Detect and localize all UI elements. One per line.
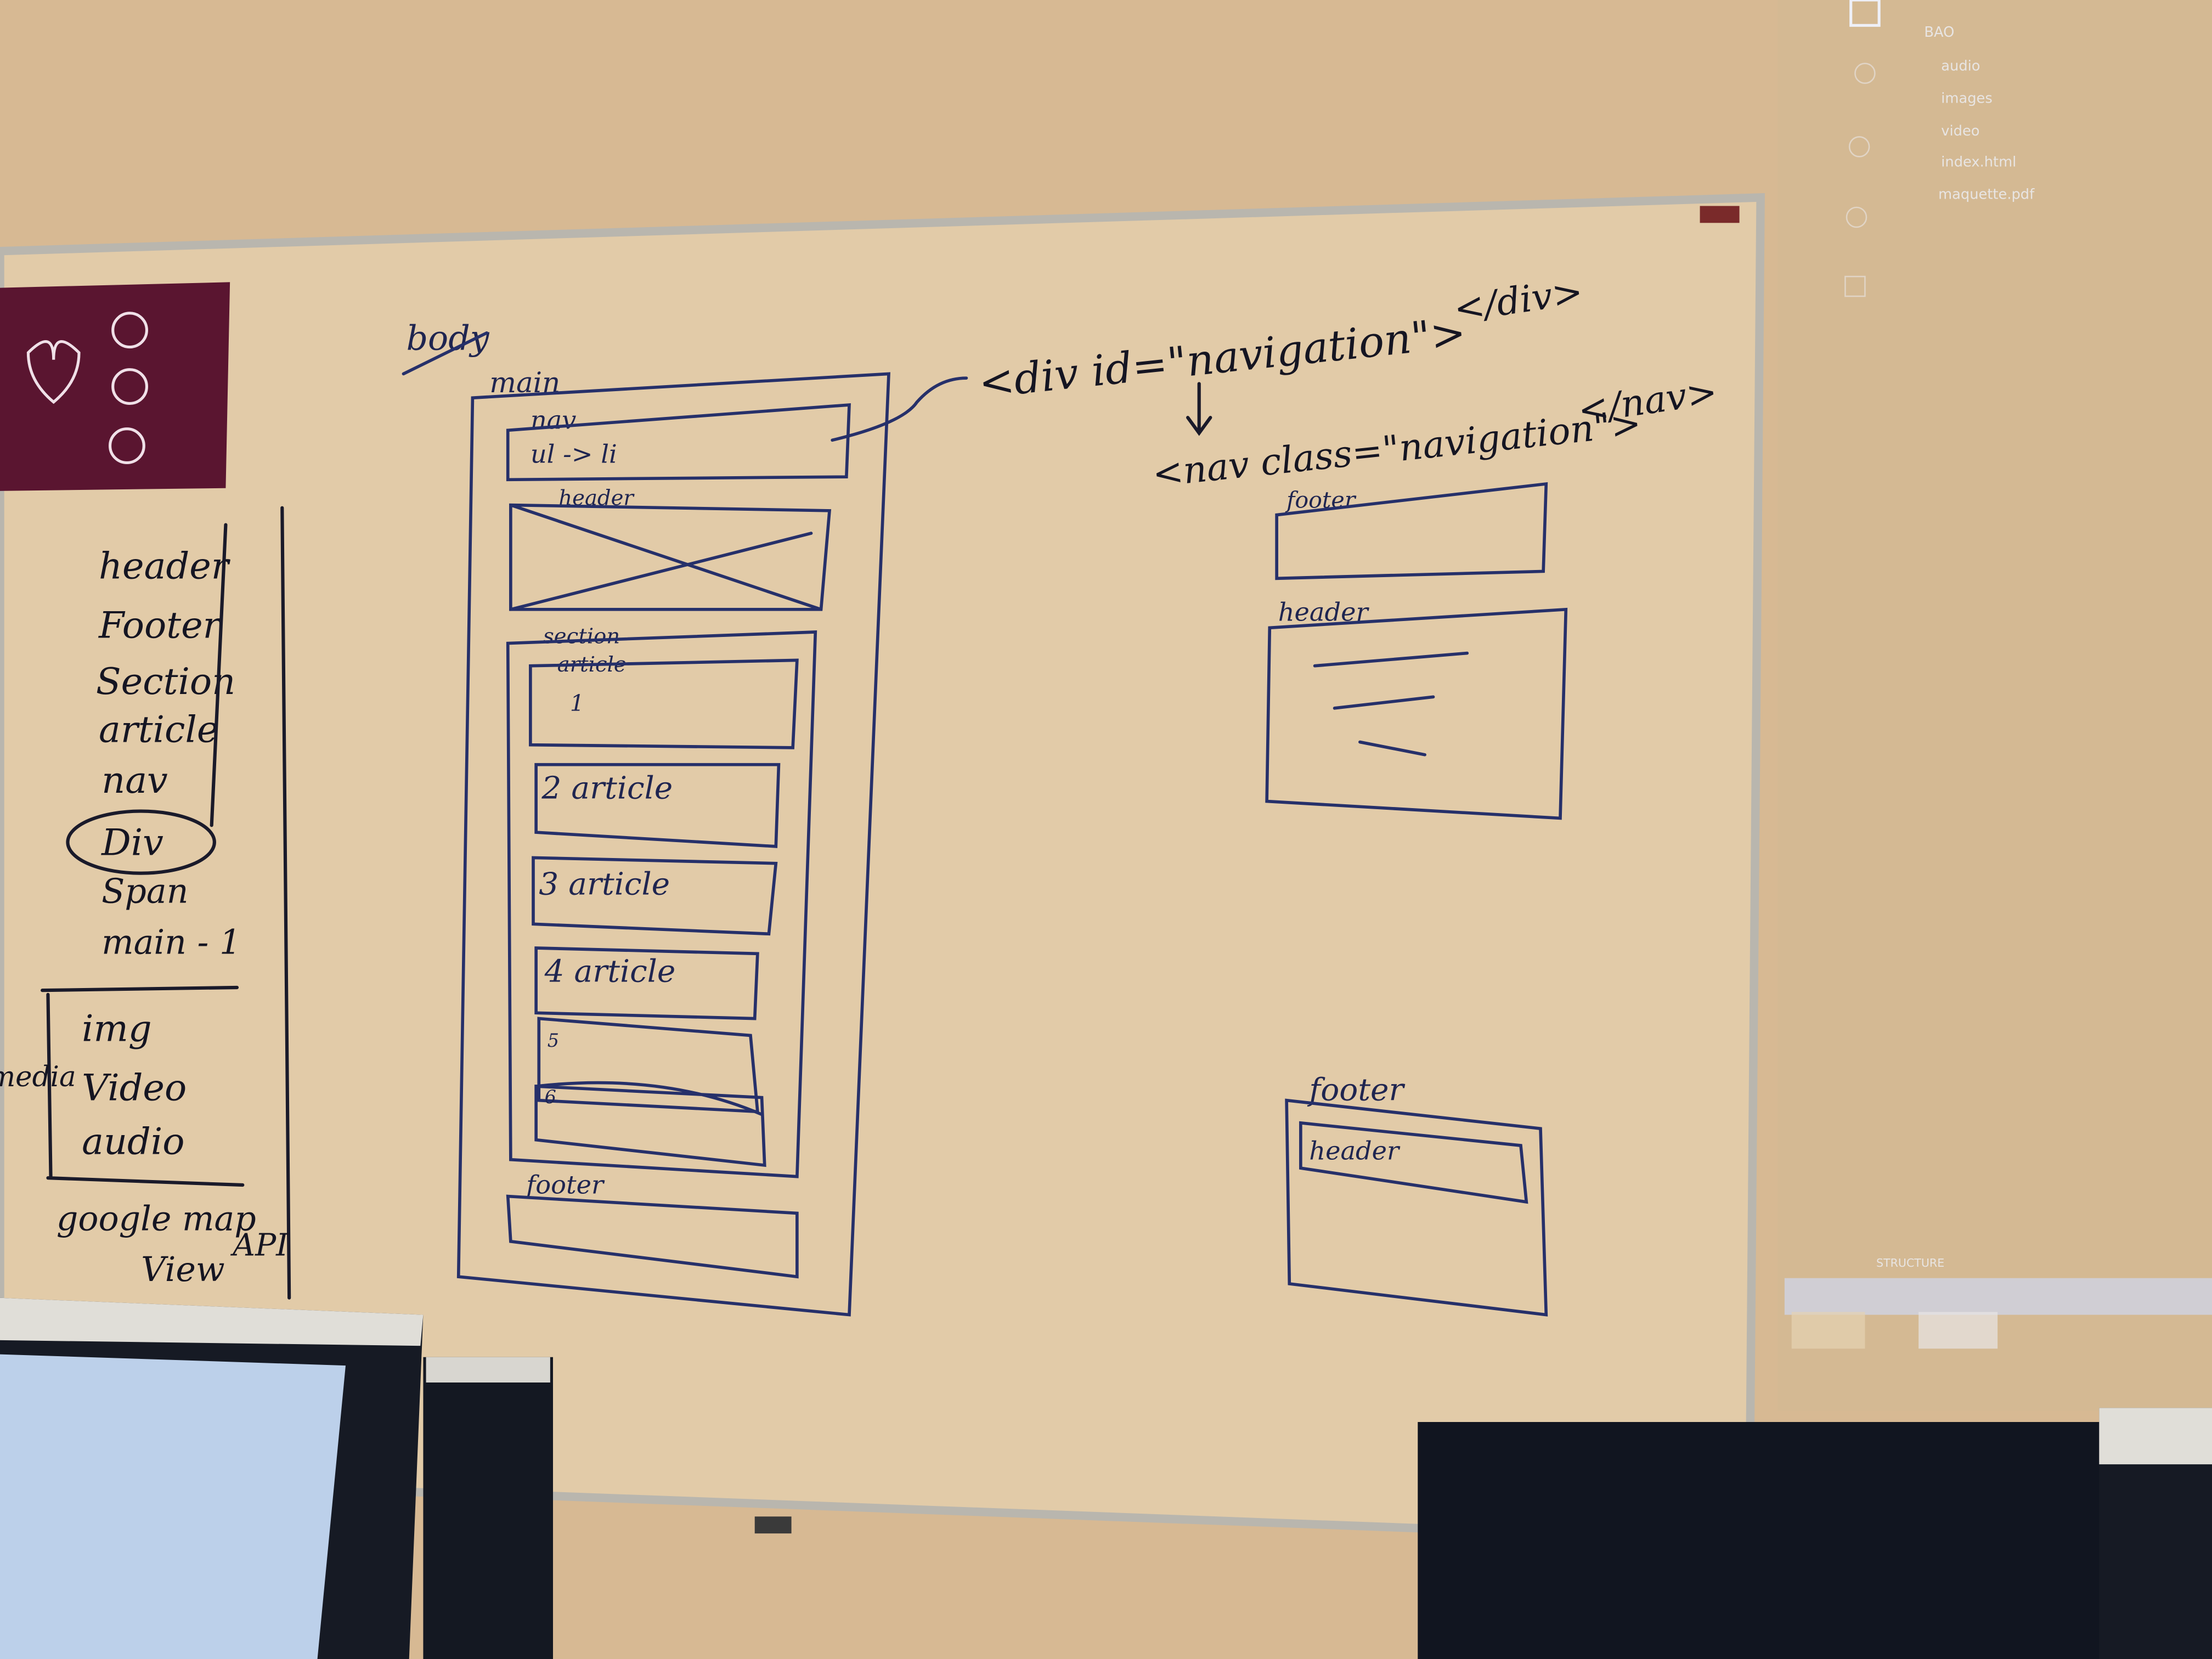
header-box xyxy=(1265,607,1568,820)
tree-item[interactable]: audio xyxy=(1941,58,1980,75)
element-list: header Footer Section article nav Div Sp… xyxy=(0,506,291,1300)
media-item: img xyxy=(82,1007,152,1050)
extensions-icon xyxy=(1844,275,1866,297)
layout-sketch: body main nav ul -> li header section ar… xyxy=(402,319,968,1317)
poster-icon-3 xyxy=(109,427,145,465)
list-item: Section xyxy=(96,660,235,703)
list-item: Span xyxy=(101,872,188,911)
heart-hands-icon xyxy=(26,340,81,404)
main-box xyxy=(456,372,890,1317)
article-number: 5 xyxy=(548,1030,559,1051)
footer-box xyxy=(506,1194,799,1279)
extra-item: google map xyxy=(57,1199,256,1238)
article-number: 1 xyxy=(570,690,584,716)
tree-item[interactable]: images xyxy=(1941,91,1992,107)
article-box xyxy=(529,658,799,749)
projected-editor: BAO audio images video index.html maquet… xyxy=(1784,0,2212,1349)
article-label: 4 article xyxy=(544,953,676,990)
header-box xyxy=(509,503,832,611)
article-number: 6 xyxy=(545,1086,556,1108)
section-label: section xyxy=(543,624,620,649)
poster xyxy=(0,282,230,491)
tree-item[interactable]: maquette.pdf xyxy=(1938,187,2035,203)
footer-label: footer xyxy=(1307,1072,1405,1108)
article-box xyxy=(534,946,759,1020)
monitor-back xyxy=(423,1357,553,1659)
poster-icon-1 xyxy=(111,312,148,349)
nav-label: nav xyxy=(531,405,577,435)
media-label: media xyxy=(0,1060,76,1093)
whiteboard xyxy=(0,193,1765,1545)
list-item: Footer xyxy=(98,603,223,646)
marker-tray-item xyxy=(754,1516,792,1534)
connector-line xyxy=(831,376,968,442)
article-label: 2 article xyxy=(541,770,673,806)
media-item: audio xyxy=(82,1120,184,1163)
article-box xyxy=(534,1081,766,1167)
article-label: 3 article xyxy=(539,866,670,902)
list-item: nav xyxy=(101,759,168,802)
tree-item[interactable]: video xyxy=(1941,123,1979,139)
monitors xyxy=(0,1297,2212,1659)
explorer-icon xyxy=(1849,0,1881,27)
article-box xyxy=(532,856,778,936)
monitor-right xyxy=(1418,1422,2109,1659)
list-item: header xyxy=(99,544,231,587)
footer-box xyxy=(1285,1098,1548,1317)
taskbar-app[interactable] xyxy=(1791,1312,1865,1349)
taskbar-app[interactable] xyxy=(1918,1312,1998,1349)
article-box xyxy=(534,763,781,848)
source-control-icon xyxy=(1848,136,1870,157)
magnet xyxy=(1700,206,1740,223)
footer-box xyxy=(1275,482,1548,580)
nav-box xyxy=(506,403,851,482)
debug-icon xyxy=(1846,206,1867,228)
arrow-down-icon xyxy=(1186,382,1212,436)
footer-label: footer xyxy=(524,1170,605,1199)
tree-item[interactable]: BAO xyxy=(1924,24,1954,41)
poster-icon-2 xyxy=(111,368,148,405)
taskbar xyxy=(1784,1278,2212,1315)
monitor-screen xyxy=(0,1354,346,1659)
right-sketches: footer header footer header xyxy=(1265,482,1568,1317)
projection-area xyxy=(1778,0,2212,1411)
panel-label: STRUCTURE xyxy=(1876,1256,1944,1269)
media-item: Video xyxy=(82,1066,187,1109)
list-item: article xyxy=(99,708,218,751)
extra-item: View xyxy=(141,1250,225,1289)
tree-item[interactable]: index.html xyxy=(1941,154,2016,170)
inner-header-box xyxy=(1299,1121,1528,1204)
nav-content: ul -> li xyxy=(531,439,617,469)
search-icon xyxy=(1854,63,1876,84)
list-item: main - 1 xyxy=(101,922,241,962)
list-item: Div xyxy=(100,821,163,864)
section-box xyxy=(506,630,817,1178)
header-label: header xyxy=(1309,1136,1401,1166)
extra-item: API xyxy=(230,1227,289,1263)
circle-highlight xyxy=(66,809,216,875)
